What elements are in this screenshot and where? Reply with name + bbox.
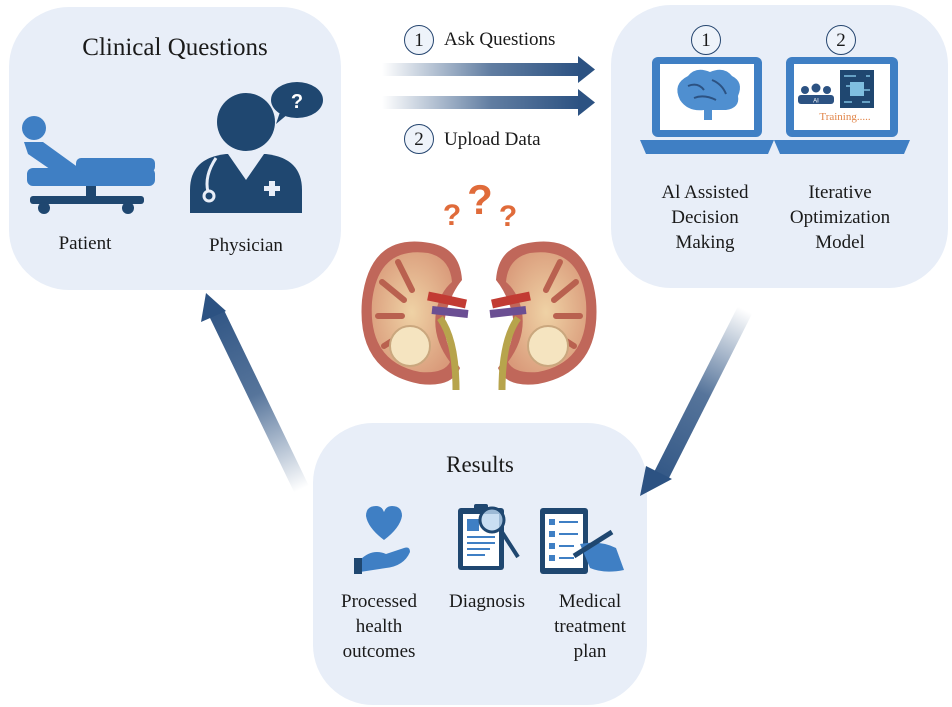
question-bubble-icon: ?	[271, 82, 323, 124]
circuit-chip-icon	[840, 70, 874, 108]
diagnosis-clipboard-icon	[458, 504, 520, 570]
outcomes-line-1: Processed	[341, 591, 417, 612]
diagnosis-label: Diagnosis	[449, 591, 525, 612]
step-1-badge: 1	[404, 25, 434, 55]
training-text: Training.....	[819, 111, 871, 123]
optimization-line-3: Model	[815, 232, 865, 253]
treatment-checklist-icon	[540, 508, 624, 574]
clinical-panel	[9, 7, 341, 290]
heart-hand-icon	[354, 506, 410, 574]
upload-data-label: Upload Data	[444, 129, 541, 150]
kidney-right-icon	[489, 241, 597, 391]
ask-questions-arrow	[382, 56, 595, 83]
clinical-title: Clinical Questions	[82, 34, 268, 61]
svg-text:?: ?	[467, 176, 493, 223]
ai-assisted-line-1: Al Assisted	[661, 182, 749, 203]
results-to-clinical-arrow	[201, 293, 310, 494]
bubble-mark: ?	[291, 91, 303, 113]
treatment-line-3: plan	[573, 641, 607, 662]
ai-assisted-line-3: Making	[675, 232, 735, 253]
ask-questions-label: Ask Questions	[444, 29, 556, 50]
laptop-optimization-icon: AI	[774, 57, 910, 154]
outcomes-line-2: health	[355, 616, 403, 637]
results-title: Results	[446, 452, 514, 477]
ai-to-results-arrow	[640, 306, 753, 496]
kidney-left-icon	[361, 241, 469, 391]
patient-label: Patient	[58, 233, 112, 254]
brain-icon	[677, 69, 740, 120]
ai-badge: AI	[813, 99, 819, 105]
people-icon: AI	[798, 83, 834, 105]
ai-assisted-line-2: Decision	[671, 207, 739, 228]
treatment-line-2: treatment	[554, 616, 626, 637]
patient-bed-icon	[22, 116, 155, 214]
physician-label: Physician	[209, 235, 283, 256]
svg-text:?: ?	[443, 199, 461, 232]
question-marks-icon: ? ? ?	[443, 176, 517, 233]
outcomes-line-3: outcomes	[342, 641, 416, 662]
physician-icon	[190, 93, 302, 213]
upload-data-arrow	[382, 89, 595, 116]
step-2-badge: 2	[404, 124, 434, 154]
ai-step-2-badge: 2	[826, 25, 856, 55]
optimization-line-1: Iterative	[808, 182, 872, 203]
optimization-line-2: Optimization	[789, 207, 891, 228]
svg-text:?: ?	[499, 200, 517, 233]
treatment-line-1: Medical	[558, 591, 622, 612]
ai-step-1-badge: 1	[691, 25, 721, 55]
laptop-ai-assisted-icon	[640, 57, 774, 154]
